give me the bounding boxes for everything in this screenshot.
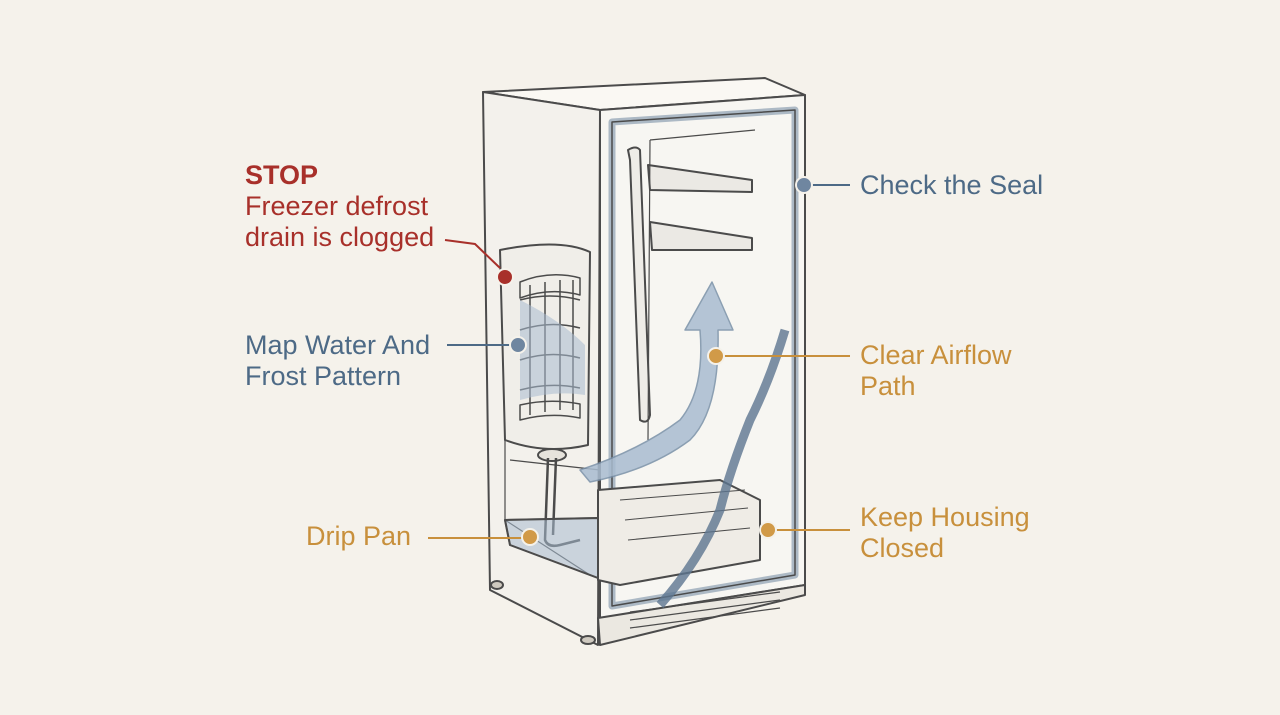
airflow-arrow bbox=[579, 281, 734, 483]
map-water-line1: Map Water And bbox=[245, 330, 431, 360]
seal-hose bbox=[656, 328, 790, 608]
airflow-callout: Clear Airflow Path bbox=[860, 340, 1012, 402]
housing-line1: Keep Housing bbox=[860, 502, 1030, 532]
housing-marker bbox=[759, 521, 777, 539]
stop-title: STOP bbox=[245, 160, 319, 190]
middle-shelf bbox=[649, 221, 753, 251]
map-water-callout: Map Water And Frost Pattern bbox=[245, 330, 430, 392]
map-water-marker bbox=[509, 336, 527, 354]
stop-line1: Freezer defrost bbox=[245, 191, 429, 221]
airflow-line2: Path bbox=[860, 371, 916, 401]
housing-callout: Keep Housing Closed bbox=[860, 502, 1030, 564]
stop-callout: STOP Freezer defrost drain is clogged bbox=[245, 160, 434, 253]
stop-leader-line bbox=[444, 239, 501, 269]
map-water-line2: Frost Pattern bbox=[245, 361, 402, 391]
check-seal-marker bbox=[795, 176, 813, 194]
stop-line2: drain is clogged bbox=[245, 222, 435, 252]
drip-pan-callout: Drip Pan bbox=[306, 521, 411, 552]
frost-pattern bbox=[520, 300, 585, 400]
stop-marker bbox=[496, 268, 514, 286]
drip-pan-marker bbox=[521, 528, 539, 546]
callout-connectors bbox=[428, 176, 850, 546]
airflow-marker bbox=[707, 347, 725, 365]
refrigerator-illustration bbox=[482, 77, 806, 646]
airflow-line1: Clear Airflow bbox=[860, 340, 1012, 370]
housing-line2: Closed bbox=[860, 533, 945, 563]
door-handle bbox=[627, 146, 651, 423]
base-plate bbox=[597, 584, 806, 646]
drip-pan-line1: Drip Pan bbox=[306, 521, 412, 551]
check-seal-callout: Check the Seal bbox=[860, 170, 1043, 201]
drain-funnel bbox=[537, 448, 567, 462]
check-seal-line1: Check the Seal bbox=[860, 170, 1044, 200]
